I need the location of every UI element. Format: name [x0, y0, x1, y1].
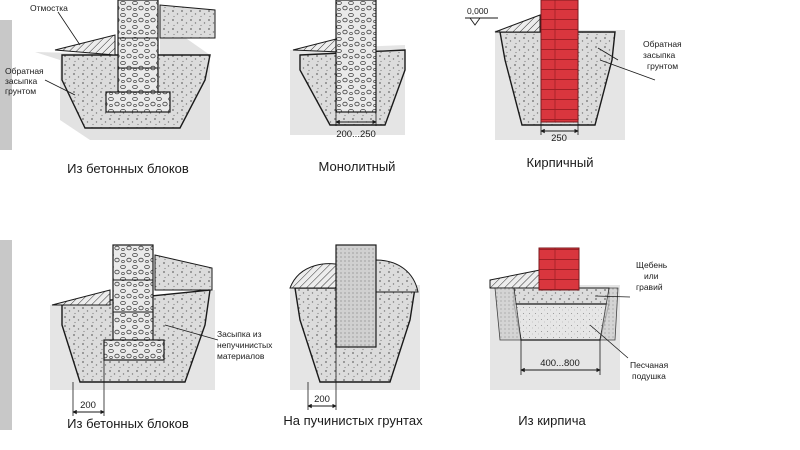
blind-area: [54, 34, 116, 56]
brick-wall: [540, 0, 579, 123]
label-sand-line1: Песчаная: [630, 360, 669, 370]
monolithic-wall: [335, 0, 377, 113]
label-backfill-line2: засыпка: [5, 76, 37, 86]
blind-area: [292, 37, 341, 53]
sand-cushion: [513, 303, 610, 341]
label-zero-level: 0,000: [467, 6, 489, 16]
blind-area: [494, 14, 541, 33]
level-mark-icon: [469, 17, 481, 26]
caption-monolithic: Монолитный: [319, 159, 396, 174]
wall-insulation: [154, 254, 213, 291]
label-blind-area: Отмостка: [30, 3, 68, 13]
blind-area: [51, 289, 111, 306]
leader-line: [597, 47, 619, 61]
label-sand-line2: подушка: [632, 371, 666, 381]
leader-line: [57, 11, 81, 46]
leader-line: [44, 79, 76, 96]
label-backfill-line3: грунтом: [647, 61, 678, 71]
block-wall: [117, 0, 159, 101]
label-backfill-line1: Обратная: [5, 66, 44, 76]
leader-line: [589, 324, 629, 359]
block-wall: [112, 244, 154, 346]
blind-area: [489, 269, 541, 289]
caption-concrete-blocks: Из бетонных блоков: [67, 416, 189, 431]
footing-block: [105, 91, 171, 113]
label-gravel-line2: или: [644, 271, 659, 281]
caption-brick-sand-pad: Из кирпича: [518, 413, 586, 428]
dim-pad-width: 400...800: [540, 358, 580, 369]
leader-line: [164, 324, 219, 341]
soil-band: [0, 240, 12, 430]
soil-band: [0, 20, 12, 150]
label-fill-line2: непучинистых: [217, 340, 273, 350]
dim-offset: 200: [314, 394, 330, 405]
panel-brick: 0,000 250 Обратная засыпка грунтом Кирпи…: [465, 0, 682, 170]
foundation-wall: [335, 244, 377, 348]
label-backfill-line2: засыпка: [643, 50, 675, 60]
leader-line: [599, 59, 656, 81]
label-gravel-line1: Щебень: [636, 260, 668, 270]
dim-wall-width: 200...250: [336, 129, 376, 140]
label-gravel-line3: гравий: [636, 282, 663, 292]
caption-brick: Кирпичный: [527, 155, 594, 170]
caption-heaving-soils: На пучинистых грунтах: [283, 413, 423, 428]
footing-block: [103, 339, 165, 361]
panel-brick-sand-pad: 400...800 Щебень или гравий Песчаная под…: [489, 247, 669, 428]
label-fill-line1: Засыпка из: [217, 329, 262, 339]
leader-line: [594, 295, 631, 298]
panel-monolithic: 200...250 Монолитный: [290, 0, 406, 174]
panel-heaving-soils: 200 На пучинистых грунтах: [283, 244, 423, 428]
panel-concrete-blocks-bottom: 200 Засыпка из непучинистых материалов И…: [0, 240, 273, 431]
caption-concrete-blocks: Из бетонных блоков: [67, 161, 189, 176]
dim-brick-width: 250: [551, 133, 567, 144]
blind-area: [289, 263, 341, 289]
dim-offset: 200: [80, 400, 96, 411]
label-backfill-line3: грунтом: [5, 86, 36, 96]
wall-insulation: [159, 4, 216, 39]
brick-plinth: [538, 247, 580, 291]
wall-insulation: [375, 259, 419, 293]
panel-concrete-blocks-top: Отмостка Обратная засыпка грунтом Из бет…: [0, 0, 216, 176]
label-backfill-line1: Обратная: [643, 39, 682, 49]
label-fill-line3: материалов: [217, 351, 265, 361]
